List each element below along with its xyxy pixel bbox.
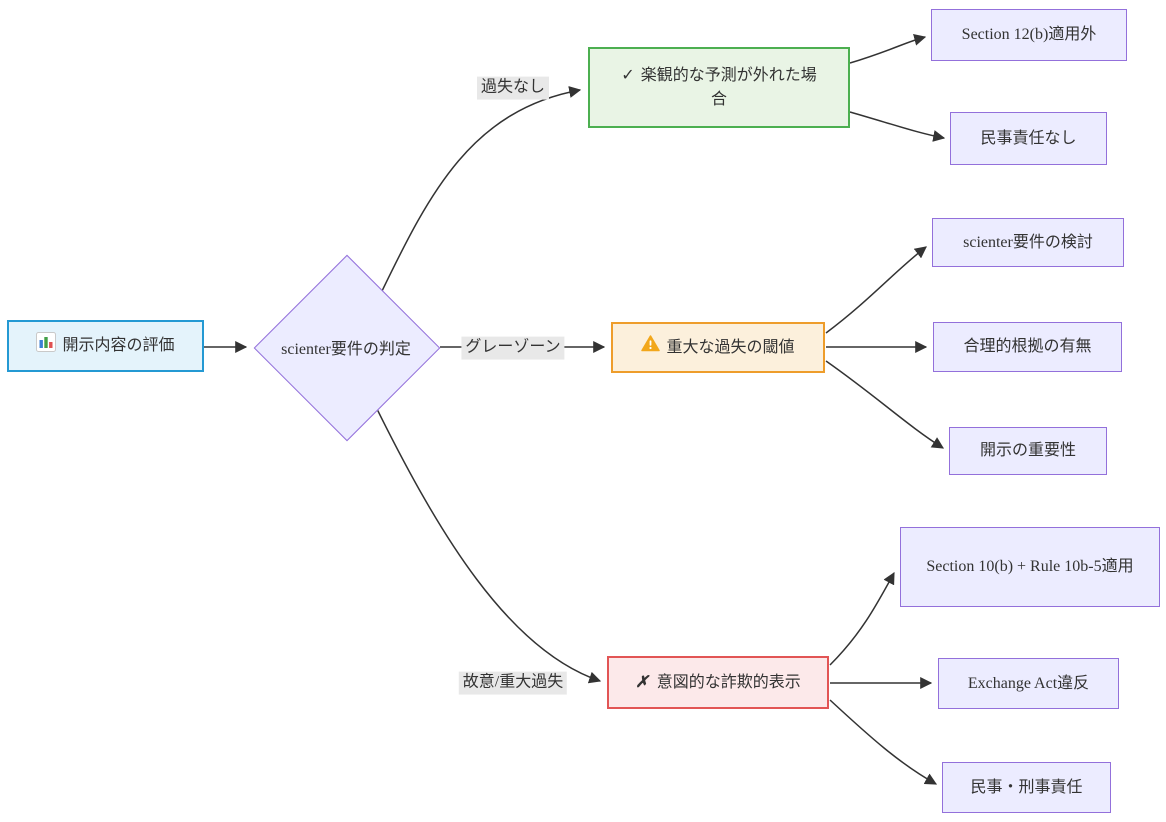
node-label: 重大な過失の閾値	[666, 338, 795, 356]
node-no-civil-liability: 民事責任なし	[950, 112, 1107, 165]
node-label: Section 10(b) + Rule 10b-5適用	[926, 558, 1134, 576]
node-exchange-act-violation: Exchange Act違反	[938, 658, 1119, 709]
node-section-12b-exempt: Section 12(b)適用外	[931, 9, 1127, 61]
node-scienter-decision: scienter要件の判定	[253, 254, 441, 442]
node-label: 民事責任なし	[980, 129, 1077, 147]
edge-decision-fraud	[376, 408, 602, 684]
node-disclosure-materiality: 開示の重要性	[949, 427, 1107, 475]
node-section-10b-rule-10b5: Section 10(b) + Rule 10b-5適用	[900, 527, 1160, 607]
edge-fraud-section10b	[829, 571, 895, 666]
edge-optimistic-section12b	[849, 33, 927, 64]
node-label: 開示内容の評価	[62, 337, 175, 355]
bar-chart-icon	[36, 332, 57, 359]
edge-label-no-negligence: 過失なし	[476, 76, 550, 100]
edge-threshold-materiality	[825, 360, 945, 449]
node-label: Exchange Act違反	[967, 674, 1090, 692]
node-gross-negligence-threshold: 重大な過失の閾値	[611, 322, 825, 373]
cross-icon: ✗	[635, 673, 649, 691]
node-label: 民事・刑事責任	[970, 778, 1083, 796]
edge-threshold-scienterrev	[825, 246, 927, 334]
edge-fraud-liability	[829, 699, 938, 785]
check-icon: ✓	[621, 67, 635, 85]
node-optimistic-forecast-missed: ✓ 楽観的な予測が外れた場合	[588, 47, 850, 128]
edge-optimistic-nocivil	[849, 111, 946, 142]
node-label: scienter要件の検討	[963, 233, 1093, 251]
node-scienter-review: scienter要件の検討	[932, 218, 1124, 267]
node-intentional-fraud: ✗ 意図的な詐欺的表示	[607, 656, 829, 709]
edge-label-intent: 故意/重大過失	[458, 671, 568, 695]
node-label: Section 12(b)適用外	[961, 26, 1097, 44]
node-label: 開示の重要性	[979, 442, 1076, 460]
node-label: 楽観的な予測が外れた場合	[640, 67, 817, 108]
warning-icon	[641, 335, 661, 359]
node-label: 意図的な詐欺的表示	[656, 673, 801, 691]
node-reasonable-basis: 合理的根拠の有無	[933, 322, 1122, 372]
node-label: 合理的根拠の有無	[963, 338, 1092, 356]
node-label: scienter要件の判定	[281, 341, 411, 358]
node-disclosure-evaluation: 開示内容の評価	[7, 320, 204, 372]
node-civil-criminal-liability: 民事・刑事責任	[942, 762, 1111, 813]
edge-label-gray-zone: グレーゾーン	[461, 336, 565, 360]
